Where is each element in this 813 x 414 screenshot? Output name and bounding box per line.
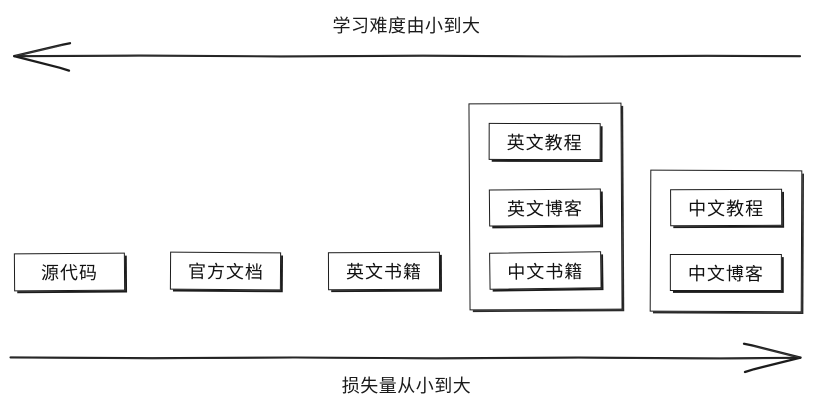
top-axis-arrow [13,42,802,72]
node-english-books[interactable]: 英文书籍 [327,251,441,291]
arrow-right-icon [9,342,802,374]
group-chinese-media: 中文教程 中文博客 [649,169,803,313]
top-axis-label: 学习难度由小到大 [332,16,481,37]
node-chinese-books[interactable]: 中文书籍 [489,251,602,290]
node-source-code[interactable]: 源代码 [13,252,126,292]
node-label: 英文书籍 [345,261,423,284]
group-english-media: 英文教程 英文博客 中文书籍 [468,102,623,311]
node-english-tutorial[interactable]: 英文教程 [488,122,601,161]
node-label: 英文博客 [506,198,584,220]
node-label: 源代码 [40,262,99,285]
node-label: 中文教程 [688,198,765,220]
node-label: 官方文档 [187,261,264,284]
node-english-blog[interactable]: 英文博客 [488,188,602,227]
bottom-axis-label: 损失量从小到大 [341,376,472,397]
node-chinese-tutorial[interactable]: 中文教程 [670,188,783,227]
node-label: 中文博客 [687,263,764,285]
node-label: 英文教程 [506,132,583,154]
arrow-left-icon [13,42,802,72]
node-chinese-blog[interactable]: 中文博客 [669,253,782,291]
node-label: 中文书籍 [507,261,584,283]
node-official-docs[interactable]: 官方文档 [169,251,282,291]
